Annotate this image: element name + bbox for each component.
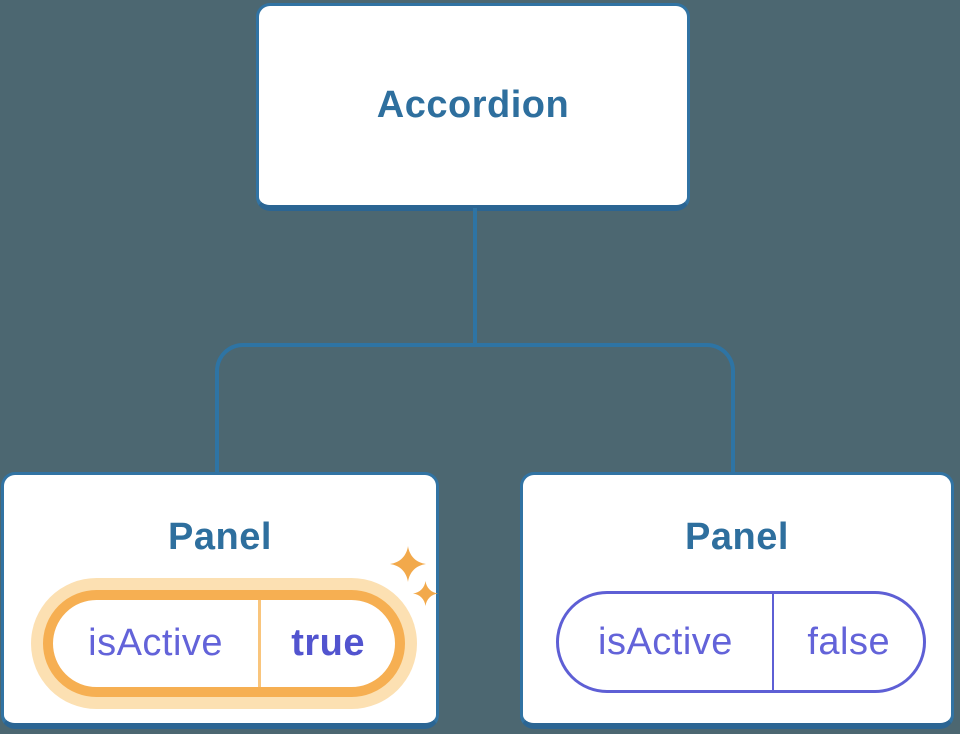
prop-name-label: isActive (598, 620, 733, 663)
prop-value-label: false (807, 620, 891, 663)
accordion-node: Accordion (256, 3, 690, 211)
prop-pill-active: isActive true (43, 590, 405, 697)
connector-stem (473, 208, 477, 347)
sparkle-small-icon (413, 581, 438, 606)
panel-node-active: Panel isActive true (1, 472, 439, 729)
connector-branch (215, 343, 735, 473)
accordion-node-label: Accordion (376, 84, 570, 126)
prop-pill-inactive: isActive false (556, 591, 926, 693)
pill-divider (771, 594, 775, 690)
prop-name-label: isActive (88, 622, 224, 664)
sparkles-icon (390, 546, 426, 582)
panel-title: Panel (168, 516, 272, 558)
prop-value-label: true (291, 622, 365, 664)
panel-title: Panel (685, 516, 789, 558)
pill-divider (258, 600, 262, 687)
panel-node-inactive: Panel isActive false (520, 472, 954, 729)
